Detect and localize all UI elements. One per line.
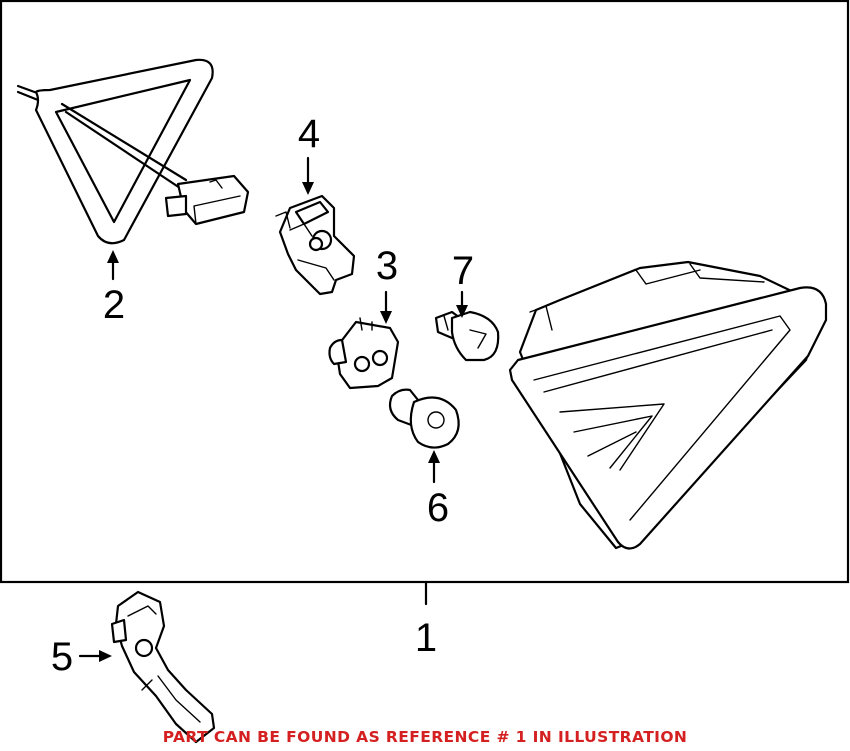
bulb-part-6 xyxy=(388,388,460,449)
callout-6: 6 xyxy=(427,486,449,530)
socket-part-3 xyxy=(328,317,400,390)
bracket-part-5 xyxy=(110,590,216,744)
wiring-harness-part xyxy=(16,58,250,245)
callout-5: 5 xyxy=(51,635,73,679)
reference-note: PART CAN BE FOUND AS REFERENCE # 1 IN IL… xyxy=(163,728,688,746)
callout-2: 2 xyxy=(103,283,125,327)
bulb-part-7 xyxy=(434,310,500,362)
callout-4: 4 xyxy=(298,112,320,156)
leader-lines xyxy=(78,156,468,662)
tail-lamp-part-1 xyxy=(508,260,828,550)
socket-part-4 xyxy=(275,194,356,296)
callout-7: 7 xyxy=(452,249,474,293)
callout-1: 1 xyxy=(415,616,437,660)
assembly-frame xyxy=(0,0,850,584)
callout-3: 3 xyxy=(376,244,398,288)
